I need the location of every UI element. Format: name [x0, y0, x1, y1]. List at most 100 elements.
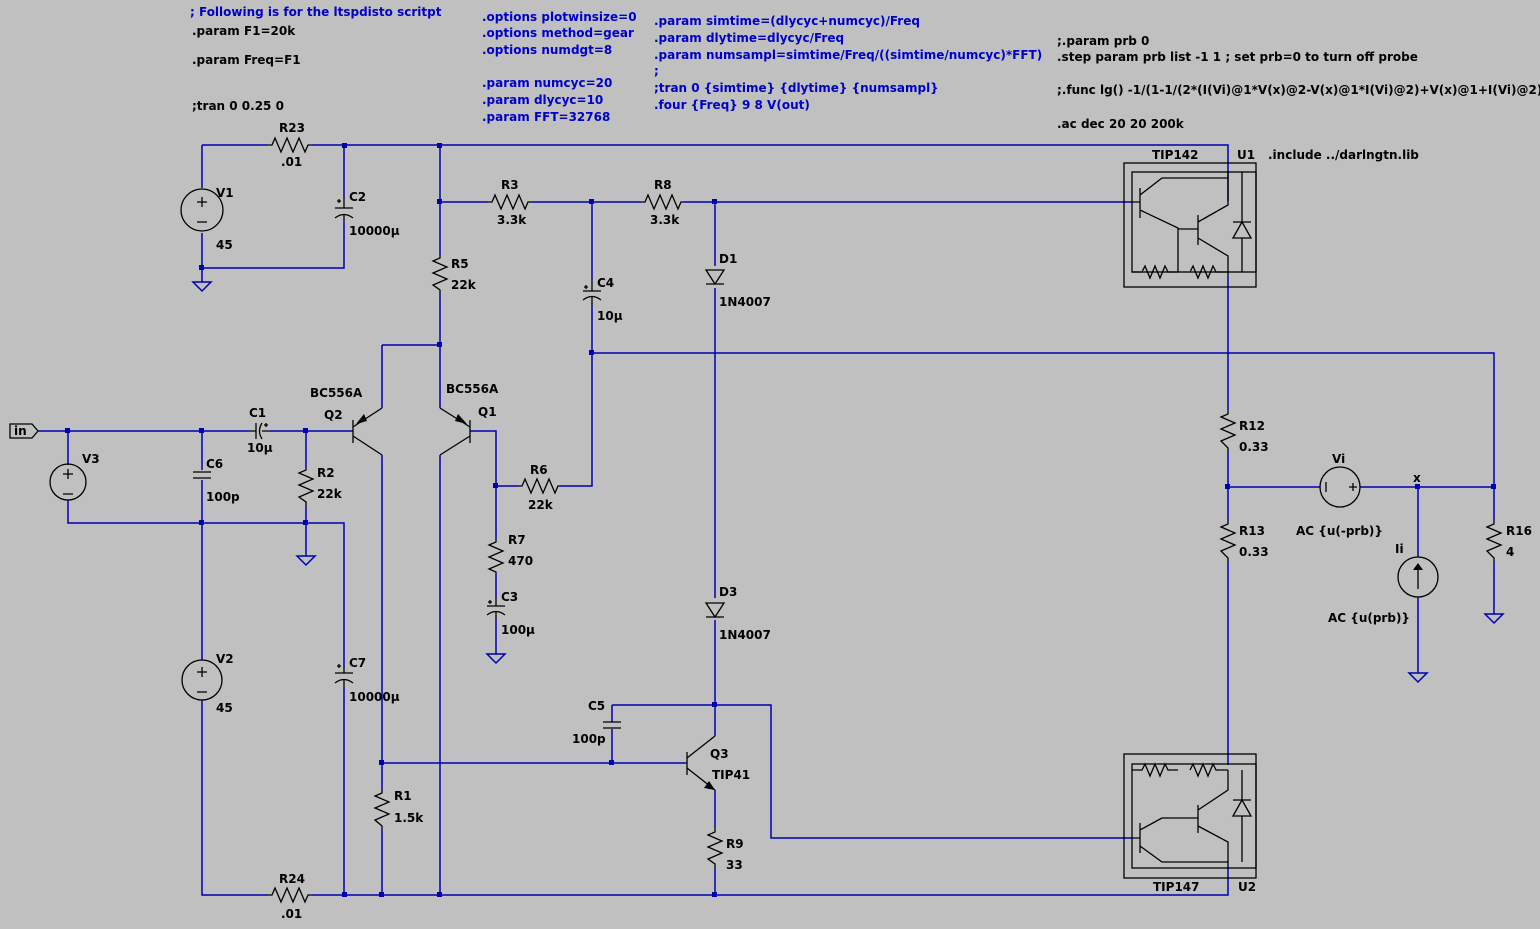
c6-name: C6 — [206, 457, 223, 471]
junction-dots — [65, 143, 1496, 897]
capacitor-c6[interactable]: C6 100p — [193, 457, 240, 504]
d3-name: D3 — [719, 585, 737, 599]
r6-name: R6 — [530, 463, 548, 477]
r12-name: R12 — [1239, 419, 1265, 433]
r8-name: R8 — [654, 178, 672, 192]
transistor-q1[interactable]: BC556A Q1 — [439, 382, 499, 456]
directive-tran-comment: ;tran 0 0.25 0 — [192, 99, 284, 113]
c4-value: 10µ — [597, 309, 623, 323]
directive-comment-ltspdisto: ; Following is for the ltspdisto scritpt — [190, 5, 442, 19]
c5-value: 100p — [572, 732, 606, 746]
r13-name: R13 — [1239, 524, 1265, 538]
v2-name: V2 — [216, 652, 234, 666]
c3-name: C3 — [501, 590, 518, 604]
transistor-q2[interactable]: BC556A Q2 — [310, 386, 383, 456]
ground-r16 — [1484, 607, 1504, 624]
resistor-r3[interactable]: R3 3.3k — [488, 178, 531, 227]
q2-model: BC556A — [310, 386, 363, 400]
c7-name: C7 — [349, 656, 366, 670]
capacitor-c7[interactable]: C7 10000µ — [334, 656, 400, 704]
r3-name: R3 — [501, 178, 519, 192]
r5-value: 22k — [451, 278, 477, 292]
transistor-q3[interactable]: Q3 TIP41 — [685, 735, 750, 791]
r23-name: R23 — [279, 121, 305, 135]
u1-model: TIP142 — [1152, 148, 1199, 162]
c1-value: 10µ — [247, 441, 273, 455]
c4-name: C4 — [597, 276, 614, 290]
directive-ac: .ac dec 20 20 200k — [1057, 117, 1185, 131]
diode-d1[interactable]: D1 1N4007 — [704, 252, 771, 309]
r12-value: 0.33 — [1239, 440, 1269, 454]
capacitor-c1[interactable]: C1 10µ — [247, 406, 273, 455]
r1-name: R1 — [394, 789, 412, 803]
directive-param-f1: .param F1=20k — [192, 24, 296, 38]
voltage-source-v2[interactable]: V2 45 — [181, 652, 234, 715]
r24-name: R24 — [279, 872, 305, 886]
r1-value: 1.5k — [394, 811, 424, 825]
u2-name: U2 — [1238, 880, 1256, 894]
r3-value: 3.3k — [497, 213, 527, 227]
darlington-u2[interactable]: TIP147 U2 — [1123, 753, 1257, 894]
directive-func-lg: ;.func lg() -1/(1-1/(2*(I(Vi)@1*V(x)@2-V… — [1057, 83, 1540, 97]
current-source-ii[interactable]: Ii AC {u(prb)} — [1328, 542, 1439, 625]
resistor-r1[interactable]: R1 1.5k — [373, 789, 424, 830]
capacitor-c2[interactable]: C2 10000µ — [334, 190, 400, 238]
directive-param-simtime: .param simtime=(dlycyc+numcyc)/Freq — [654, 14, 920, 28]
r16-value: 4 — [1506, 545, 1514, 559]
net-port-in[interactable]: in — [9, 423, 39, 439]
wires — [38, 144, 1495, 896]
directive-four: .four {Freq} 9 8 V(out) — [654, 98, 810, 112]
r2-value: 22k — [317, 487, 343, 501]
c7-value: 10000µ — [349, 690, 400, 704]
d1-value: 1N4007 — [719, 295, 771, 309]
resistor-r24[interactable]: R24 .01 — [268, 872, 312, 921]
resistor-r2[interactable]: R2 22k — [297, 466, 343, 508]
r6-value: 22k — [528, 498, 554, 512]
directive-tran: ;tran 0 {simtime} {dlytime} {numsampl} — [654, 81, 939, 95]
directive-options-numdgt: .options numdgt=8 — [482, 43, 612, 57]
directive-options-plotwinsize: .options plotwinsize=0 — [482, 10, 637, 24]
resistor-r6[interactable]: R6 22k — [518, 463, 560, 512]
resistor-r9[interactable]: R9 33 — [706, 828, 744, 872]
voltage-source-vi[interactable]: Vi AC {u(-prb)} — [1296, 452, 1383, 538]
r13-value: 0.33 — [1239, 545, 1269, 559]
capacitor-c3[interactable]: C3 100µ — [486, 590, 535, 637]
capacitor-c5[interactable]: C5 100p — [572, 699, 621, 746]
voltage-source-v1[interactable]: V1 45 — [180, 186, 234, 252]
directive-param-dlytime: .param dlytime=dlycyc/Freq — [654, 31, 844, 45]
diode-d3[interactable]: D3 1N4007 — [704, 585, 771, 642]
v1-value: 45 — [216, 238, 233, 252]
r7-name: R7 — [508, 533, 526, 547]
d3-value: 1N4007 — [719, 628, 771, 642]
r23-value: .01 — [281, 155, 302, 169]
r9-value: 33 — [726, 858, 743, 872]
resistor-r13[interactable]: R13 0.33 — [1219, 520, 1269, 562]
q1-model: BC556A — [446, 382, 499, 396]
directive-param-dlycyc: .param dlycyc=10 — [482, 93, 603, 107]
capacitor-c4[interactable]: C4 10µ — [582, 276, 623, 323]
u2-model: TIP147 — [1153, 880, 1200, 894]
r16-name: R16 — [1506, 524, 1532, 538]
vi-value: AC {u(-prb)} — [1296, 524, 1383, 538]
voltage-source-v3[interactable]: V3 — [49, 452, 100, 501]
port-in-label: in — [14, 424, 27, 438]
ii-value: AC {u(prb)} — [1328, 611, 1410, 625]
resistor-r12[interactable]: R12 0.33 — [1219, 410, 1269, 454]
resistor-r16[interactable]: R16 4 — [1485, 520, 1532, 562]
r5-name: R5 — [451, 257, 469, 271]
directive-param-fft: .param FFT=32768 — [482, 110, 610, 124]
ground-symbols — [192, 275, 1504, 683]
c2-name: C2 — [349, 190, 366, 204]
resistor-r8[interactable]: R8 3.3k — [641, 178, 684, 227]
resistor-r5[interactable]: R5 22k — [431, 255, 477, 293]
resistor-r23[interactable]: R23 .01 — [268, 121, 312, 169]
resistor-r7[interactable]: R7 470 — [487, 533, 533, 573]
v1-name: V1 — [216, 186, 234, 200]
darlington-u1[interactable]: TIP142 U1 — [1123, 148, 1257, 288]
r2-name: R2 — [317, 466, 335, 480]
r7-value: 470 — [508, 554, 533, 568]
c2-value: 10000µ — [349, 224, 400, 238]
ground-v1 — [192, 275, 212, 292]
directive-include: .include ../darlngtn.lib — [1268, 148, 1419, 162]
